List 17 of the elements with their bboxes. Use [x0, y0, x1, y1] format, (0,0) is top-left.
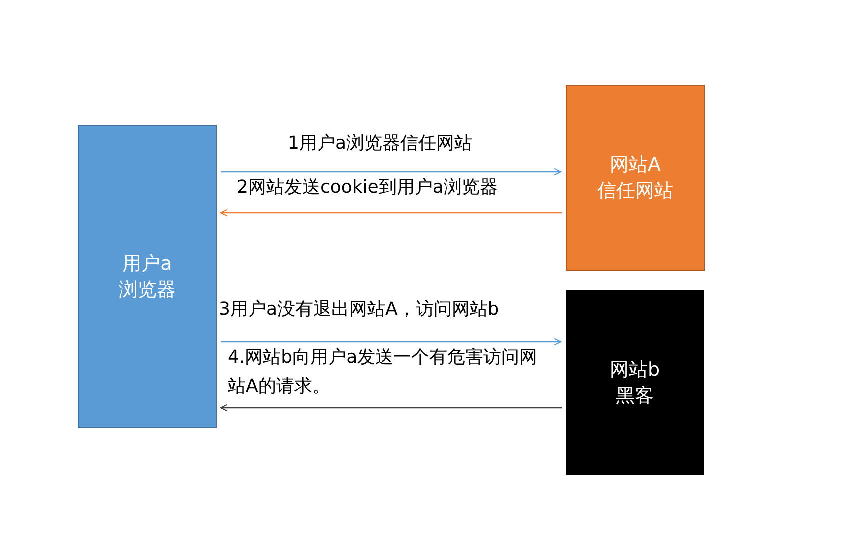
edge-label: 3用户a没有退出网站A，访问网站b — [219, 298, 500, 322]
edge-label: 2网站发送cookie到用户a浏览器 — [237, 176, 499, 200]
box-label: 黑客 — [616, 384, 654, 408]
box-label: 信任网站 — [598, 179, 674, 204]
process-box — [566, 290, 704, 475]
box-label: 网站A — [610, 153, 661, 178]
box-label: 浏览器 — [119, 278, 176, 302]
arrow — [221, 338, 562, 346]
box-label: 用户a — [122, 252, 172, 276]
process-box — [566, 85, 705, 271]
arrow — [220, 209, 562, 217]
edge-label: 4.网站b向用户a发送一个有危害访问网站A的请求。 — [228, 346, 539, 399]
edge-label: 1用户a浏览器信任网站 — [288, 132, 474, 156]
arrow — [220, 404, 562, 412]
box-label: 网站b — [610, 358, 660, 382]
arrow — [221, 168, 562, 176]
process-box — [78, 125, 217, 428]
